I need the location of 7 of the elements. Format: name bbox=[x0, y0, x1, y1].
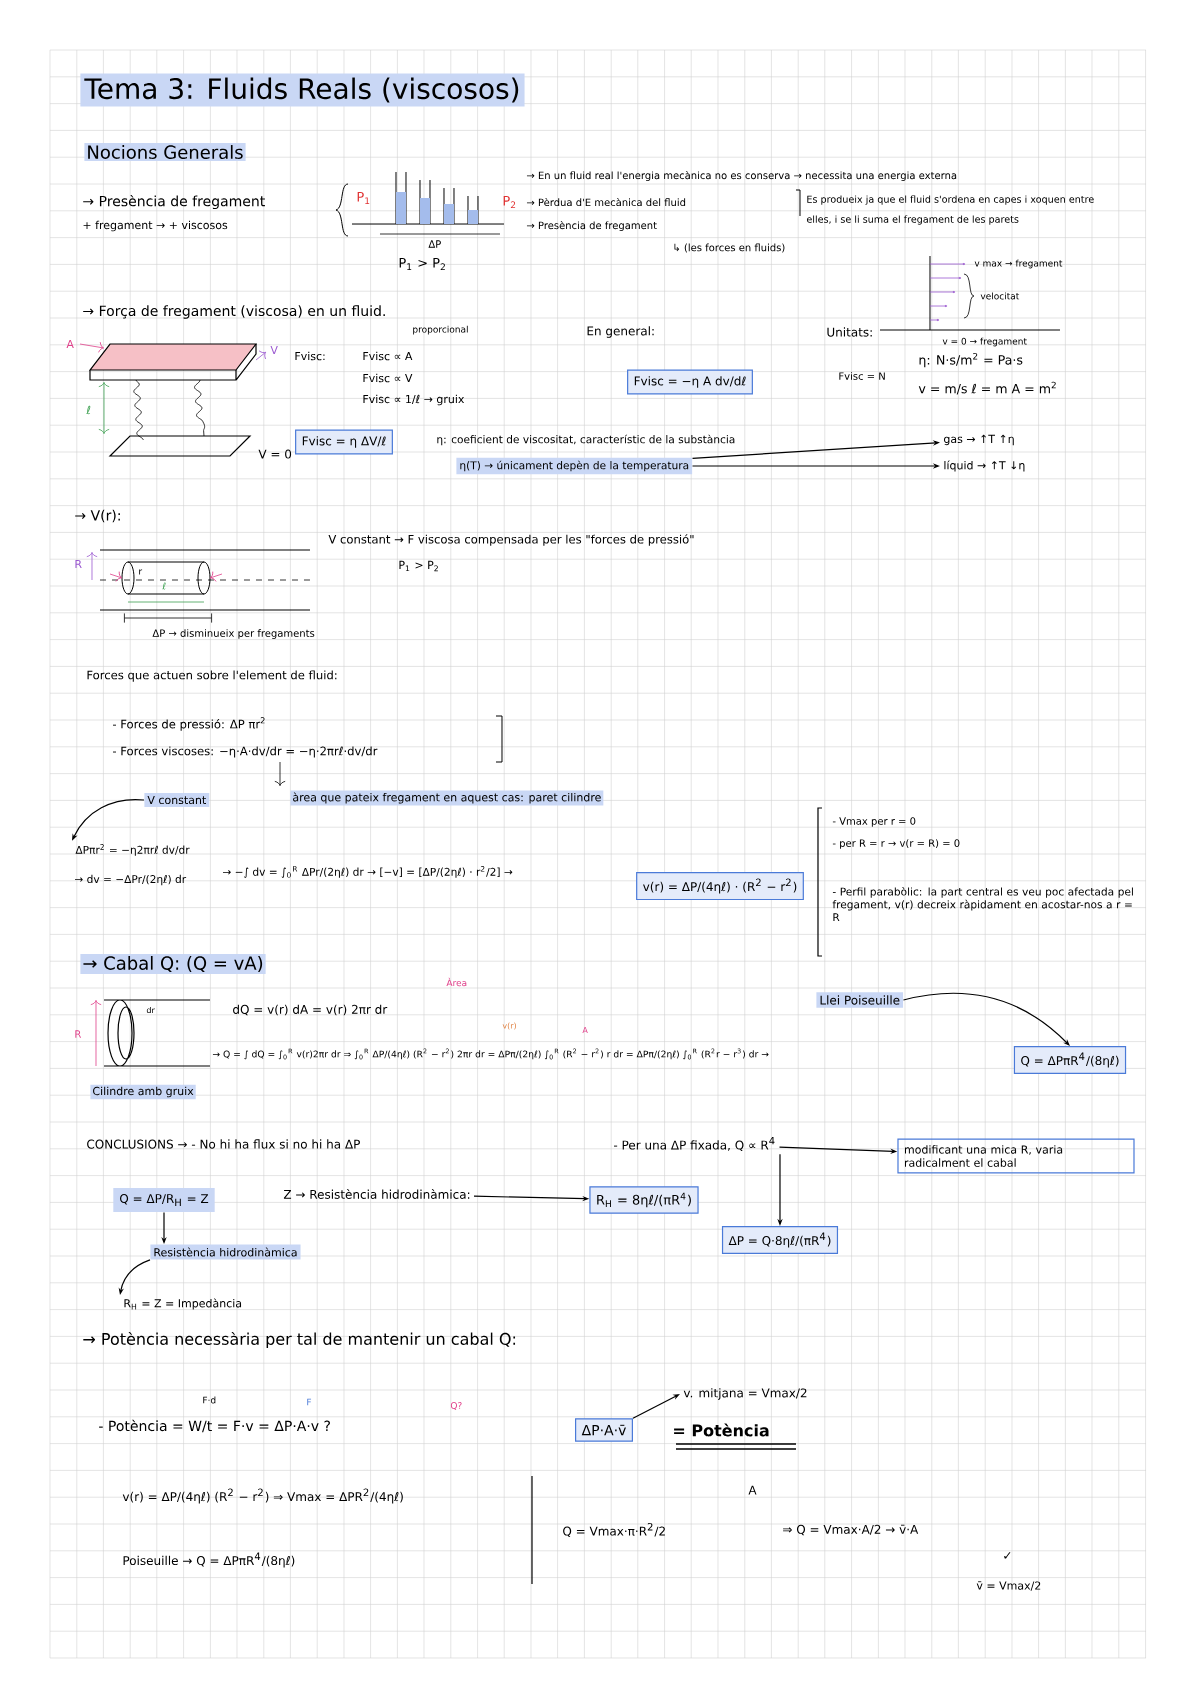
title: Tema 3: Fluids Reals (viscosos) bbox=[80, 73, 525, 107]
heading: → Cabal Q: (Q = vA) bbox=[80, 954, 266, 975]
heading: = Potència bbox=[674, 1423, 769, 1437]
bullet-text: → Potència necessària per tal de mantenir un cabal Q: bbox=[83, 1331, 515, 1349]
arrow bbox=[632, 1394, 680, 1419]
heading: Nocions Generals bbox=[84, 143, 246, 161]
arrow bbox=[902, 992, 1070, 1046]
